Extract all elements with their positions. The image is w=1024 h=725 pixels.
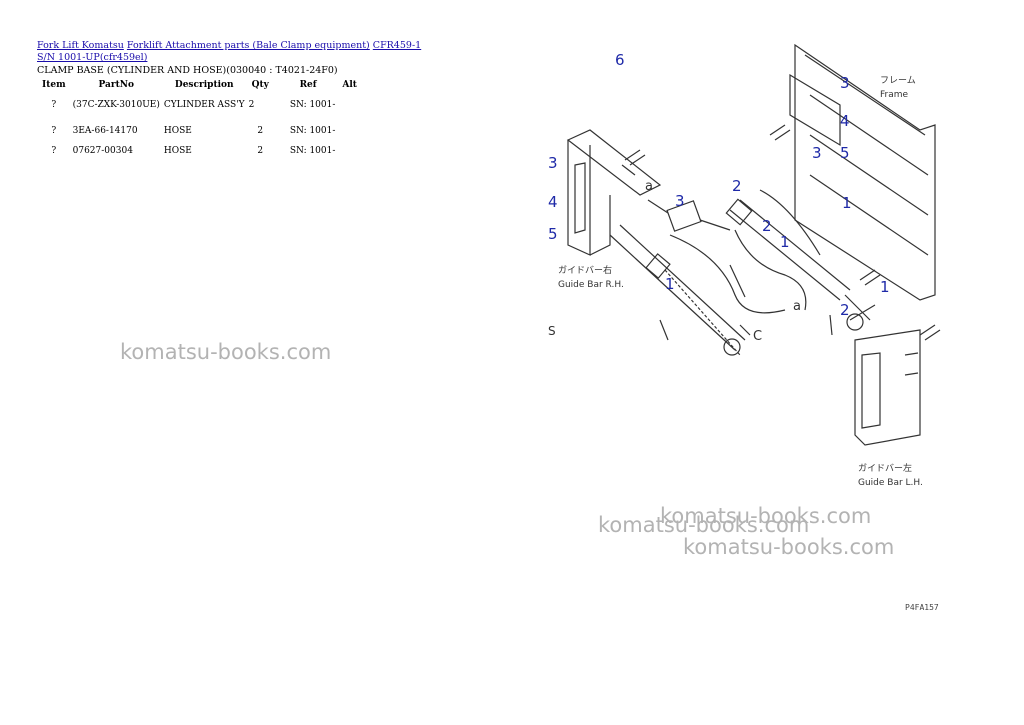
cell-description: CYLINDER ASS'Y <box>163 100 245 110</box>
table-header-row: Item PartNo Description Qty Ref Alt <box>37 78 362 92</box>
table-row: ? 07627-00304 HOSE 2 SN: 1001- <box>37 138 362 156</box>
label-frame-en: Frame <box>880 90 909 100</box>
cell-partno: 07627-00304 <box>72 146 133 156</box>
callout-1: 1 <box>880 278 890 296</box>
label-guide-rh-jp: ガイドバー右 <box>558 264 612 276</box>
callout-3: 3 <box>548 154 558 172</box>
cell-ref: SN: 1001- <box>289 100 336 110</box>
cell-partno: 3EA-66-14170 <box>72 126 138 136</box>
callout-3: 3 <box>812 144 822 162</box>
col-ref: Ref <box>299 80 317 90</box>
watermark: komatsu-books.com <box>598 513 810 537</box>
cell-item: ? <box>51 100 57 110</box>
mark-c: C <box>753 329 762 344</box>
callout-5: 5 <box>548 225 558 243</box>
mark-a: a <box>645 179 653 194</box>
cell-ref: SN: 1001- <box>289 126 336 136</box>
callout-1: 1 <box>780 233 790 251</box>
drawing-number: P4FA157 <box>905 603 939 612</box>
cell-ref: SN: 1001- <box>289 146 336 156</box>
breadcrumb-link-attachment[interactable]: Forklift Attachment parts (Bale Clamp eq… <box>126 40 370 51</box>
cell-qty: 2 <box>257 126 264 136</box>
col-item: Item <box>42 80 66 90</box>
callout-4: 4 <box>840 112 850 130</box>
label-guide-lh-jp: ガイドバー左 <box>858 462 912 474</box>
col-description: Description <box>174 80 234 90</box>
col-qty: Qty <box>251 80 269 90</box>
table-row: ? (37C-ZXK-3010UE) CYLINDER ASS'Y 2 SN: … <box>37 92 362 118</box>
cell-item: ? <box>51 126 57 136</box>
parts-diagram: 6 3 4 3 5 3 4 5 3 2 2 1 1 1 2 1 フレーム Fra… <box>548 43 941 612</box>
callout-1: 1 <box>842 194 852 212</box>
breadcrumb-link-fork-lift[interactable]: Fork Lift Komatsu <box>37 40 124 51</box>
callout-3: 3 <box>675 192 685 210</box>
page-subtitle: CLAMP BASE (CYLINDER AND HOSE)(030040 : … <box>37 65 338 76</box>
callout-6: 6 <box>615 51 625 69</box>
cell-qty: 2 <box>257 146 264 156</box>
breadcrumb-link-model[interactable]: CFR459-1 S/N 1001-UP(cfr459el) <box>37 40 422 63</box>
watermark: komatsu-books.com <box>683 535 895 559</box>
mark-s: S <box>548 324 556 338</box>
callout-5: 5 <box>840 144 850 162</box>
watermark: komatsu-books.com <box>120 340 332 364</box>
col-partno: PartNo <box>98 80 134 90</box>
label-guide-rh-en: Guide Bar R.H. <box>558 280 624 290</box>
cell-partno: (37C-ZXK-3010UE) <box>72 100 160 110</box>
cell-alt <box>337 118 362 138</box>
col-alt: Alt <box>342 80 357 90</box>
callout-1: 1 <box>665 275 675 293</box>
cell-description: HOSE <box>163 146 192 156</box>
breadcrumb: Fork Lift Komatsu Forklift Attachment pa… <box>37 40 437 64</box>
label-frame-jp: フレーム <box>880 75 916 86</box>
cell-qty: 2 <box>248 100 255 110</box>
callout-2: 2 <box>762 217 772 235</box>
callout-4: 4 <box>548 193 558 211</box>
label-guide-lh-en: Guide Bar L.H. <box>858 478 923 488</box>
callout-2: 2 <box>840 301 850 319</box>
callout-3: 3 <box>840 74 850 92</box>
callout-2: 2 <box>732 177 742 195</box>
cell-alt <box>337 138 362 156</box>
cell-item: ? <box>51 146 57 156</box>
table-row: ? 3EA-66-14170 HOSE 2 SN: 1001- <box>37 118 362 138</box>
parts-table: Item PartNo Description Qty Ref Alt ? (3… <box>37 78 362 156</box>
mark-a: a <box>793 299 801 314</box>
watermark: komatsu-books.com <box>660 504 872 528</box>
cell-description: HOSE <box>163 126 192 136</box>
cell-alt <box>337 92 362 118</box>
